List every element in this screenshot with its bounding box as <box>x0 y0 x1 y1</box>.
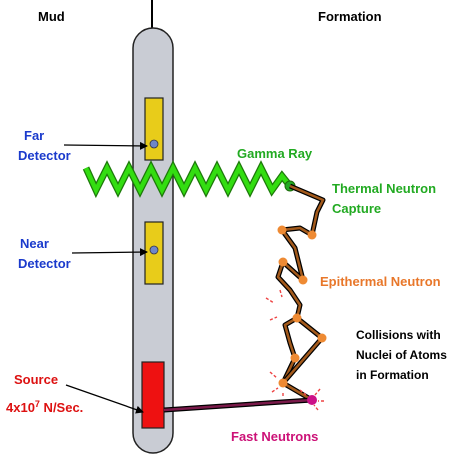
collision-node <box>278 257 288 267</box>
collisions-label-line3: in Formation <box>356 368 429 382</box>
thermal-capture-label-line2: Capture <box>332 201 381 216</box>
mud-label: Mud <box>38 9 65 24</box>
source-label: Source <box>14 372 58 387</box>
collision-node <box>317 333 327 343</box>
near-detector-label-line2: Detector <box>18 256 71 271</box>
far-detector-arrow <box>63 141 148 150</box>
source-rate-suffix: N/Sec. <box>40 400 83 415</box>
source-rate-prefix: 4x10 <box>6 400 35 415</box>
thermal-capture-label-line1: Thermal Neutron <box>332 181 436 196</box>
collision-node <box>278 378 288 388</box>
near-detector-label-line1: Near <box>20 236 49 251</box>
near-detector-arrow <box>71 248 148 257</box>
far-detector-dot <box>149 139 159 149</box>
neutron-branch-outline <box>281 316 325 385</box>
burst-marks <box>265 289 324 411</box>
fast-neutrons-label: Fast Neutrons <box>231 429 318 444</box>
collision-node <box>290 353 300 363</box>
collision-node <box>277 225 287 235</box>
near-detector-dot <box>149 245 159 255</box>
source-arrow <box>65 384 144 414</box>
far-detector <box>144 97 164 161</box>
far-detector-label-line1: Far <box>24 128 44 143</box>
source-rate-exponent: 7 <box>35 399 40 409</box>
fast-neutron-line <box>163 398 313 412</box>
formation-label: Formation <box>318 9 382 24</box>
neutron-source <box>141 361 165 429</box>
gamma-ray-wave <box>83 162 292 196</box>
collisions-label-line2: Nuclei of Atoms <box>356 348 447 362</box>
fast-neutron-impact-node <box>307 395 317 405</box>
collision-node <box>307 230 317 240</box>
source-rate-label: 4x107 N/Sec. <box>6 399 83 415</box>
epithermal-neutron-label: Epithermal Neutron <box>320 274 441 289</box>
far-detector-label-line2: Detector <box>18 148 71 163</box>
collision-node <box>292 313 302 323</box>
collision-nodes <box>277 225 327 388</box>
gamma-ray-label: Gamma Ray <box>237 146 313 161</box>
neutron-path <box>276 184 325 402</box>
collisions-label-line1: Collisions with <box>356 328 441 342</box>
collision-node <box>298 275 308 285</box>
